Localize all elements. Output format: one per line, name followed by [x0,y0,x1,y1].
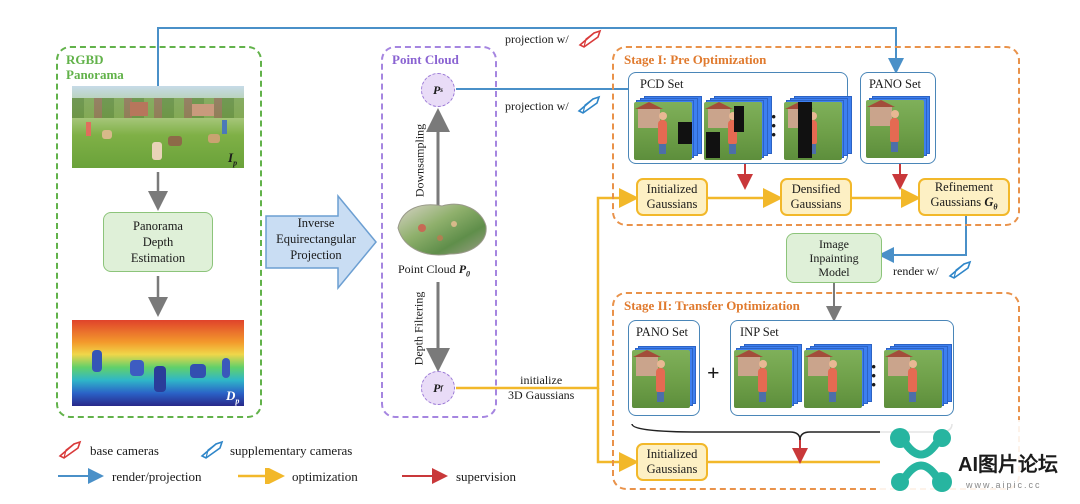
watermark-bg [880,420,1076,502]
stage2-pano-set-label: PANO Set [636,325,688,339]
supp-camera-icon [577,95,601,114]
point-cloud-p0-label: Point Cloud P0 [398,262,471,279]
watermark-logo-icon [890,428,952,492]
edge-projection-base [157,27,904,86]
pano-stack-1 [866,96,932,162]
legend-base-camera-icon [58,440,82,459]
point-cloud-blob [397,203,487,256]
stage1-panel [612,46,1020,226]
watermark-url: www.aipic.cc [966,480,1042,490]
watermark-brand: AI图片论坛 [958,454,1058,476]
legend-base-cameras: base cameras [90,443,159,458]
edge-init-stage2 [596,388,639,472]
pano-set-label: PANO Set [869,77,921,91]
rgb-panorama-image [72,86,244,168]
legend-supervision: supervision [456,469,516,484]
pcd-stack-2 [704,96,774,162]
depth-panorama-image [72,320,244,406]
inp-stack-1 [734,344,804,410]
panorama-title: RGBD Panorama [66,52,124,82]
legend-lines [58,468,448,484]
pcd-set-label: PCD Set [640,77,684,91]
base-camera-icon [578,29,602,48]
render-supp-label: render w/ [893,264,939,278]
panorama-panel [56,46,262,418]
depth-estimation-box: Panorama Depth Estimation [103,212,213,272]
depth-filtering-label: Depth Filtering [411,291,426,366]
depth-label: Dp [226,388,240,406]
legend-render-projection: render/projection [112,469,202,484]
pcd-stack-3 [784,96,854,162]
pcd-ellipsis: ··· [770,104,778,147]
inp-stack-2 [804,344,874,410]
rgb-label: Ip [228,150,238,168]
legend-optimization: optimization [292,469,358,484]
inp-set-label: INP Set [740,325,779,339]
inp-stack-3 [884,344,954,410]
downsampling-label: Downsampling [412,123,427,198]
stage2-panel [612,292,1020,490]
pcd-stack-1 [634,96,704,162]
edge-render-supp [878,214,967,263]
plus-sign: + [707,360,720,385]
inp-ellipsis: ··· [870,354,878,397]
stage1-title: Stage I: Pre Optimization [624,52,767,67]
legend-supp-camera-icon [200,440,224,459]
render-camera-icon [948,260,972,279]
initialize-label: initialize 3D Gaussians [508,373,575,402]
inverse-projection-text: Inverse Equirectangular Projection [276,216,356,262]
projection-base-label: projection w/ [505,32,569,46]
point-cloud-panel [381,46,497,418]
point-cloud-title: Point Cloud [392,52,459,67]
edge-initialize [456,188,639,390]
projection-supp-label: projection w/ [505,99,569,113]
inverse-projection-arrow [265,194,377,290]
stage2-pano-stack [632,346,698,412]
stage2-title: Stage II: Transfer Optimization [624,298,800,313]
legend-supp-cameras: supplementary cameras [230,443,353,458]
